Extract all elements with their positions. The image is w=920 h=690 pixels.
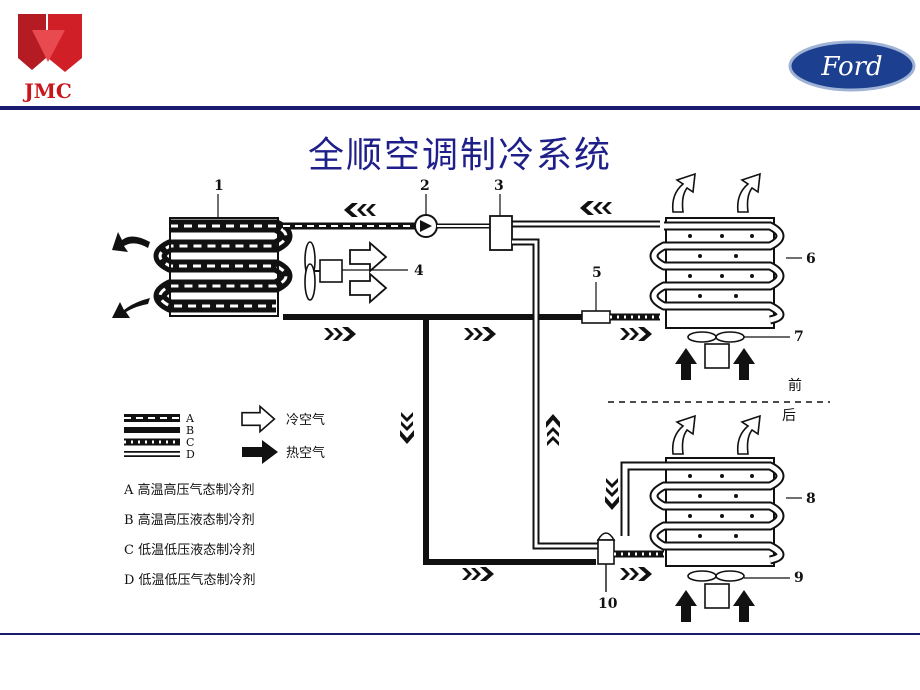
cold-air-out-icon (671, 415, 696, 455)
ford-logo-text: Ford (820, 52, 882, 82)
legend-cold-air: 冷空气 (286, 412, 325, 428)
callout-9: 9 (794, 570, 804, 586)
condenser (153, 217, 293, 317)
accumulator (489, 215, 513, 251)
condenser-fan (304, 241, 343, 301)
cold-air-legend-icon (241, 405, 276, 433)
expansion-valve-rear (596, 532, 616, 592)
callout-1: 1 (214, 178, 224, 194)
legend-key-a: A (185, 412, 195, 425)
pipe-suction-return (512, 238, 598, 550)
rear-label: 后 (782, 408, 796, 424)
callout-7: 7 (794, 329, 804, 345)
compressor (414, 214, 438, 238)
legend-item-c: C 低温低压液态制冷剂 (124, 543, 255, 558)
hot-air-in-icon (675, 590, 697, 622)
legend-key-c: C (186, 436, 194, 449)
hot-air-in-icon (675, 348, 697, 380)
cold-air-arrow-icon (349, 242, 387, 272)
legend-hot-air: 热空气 (286, 445, 325, 461)
cold-air-out-icon (736, 173, 761, 213)
front-blower-fan (687, 331, 745, 369)
front-evaporator (649, 217, 785, 329)
hot-air-in-icon (733, 348, 755, 380)
legend-item-b: B 高温高压液态制冷剂 (124, 512, 255, 528)
front-label: 前 (788, 377, 802, 394)
rear-evaporator (620, 457, 785, 567)
pipe-low-pressure-gas-top (437, 220, 660, 229)
legend: A B C D 冷空气 热空气 A 高温高压气态制冷剂 B 高温高压液态制冷剂 … (123, 405, 325, 588)
hot-air-in-icon (733, 590, 755, 622)
rear-blower-fan (687, 570, 745, 609)
expansion-valve-front (581, 310, 611, 324)
callout-2: 2 (420, 178, 430, 194)
callout-10: 10 (598, 596, 618, 612)
callout-5: 5 (592, 265, 602, 281)
footer-divider (0, 633, 920, 635)
legend-item-a: A 高温高压气态制冷剂 (123, 482, 255, 498)
callout-8: 8 (806, 491, 816, 507)
legend-key-d: D (186, 448, 195, 461)
callout-6: 6 (806, 251, 816, 267)
pipe-high-pressure-liquid (283, 314, 596, 565)
hot-air-out-icon (112, 232, 150, 318)
page-title: 全顺空调制冷系统 (307, 135, 612, 176)
cold-air-out-icon (671, 173, 696, 213)
callout-4: 4 (414, 263, 424, 279)
header-divider (0, 106, 920, 110)
jmc-logo: JMC (18, 14, 82, 103)
jmc-logo-text: JMC (22, 79, 72, 103)
callout-3: 3 (494, 178, 504, 194)
hot-air-legend-icon (242, 440, 278, 464)
legend-key-b: B (186, 424, 194, 437)
cold-air-out-icon (736, 415, 761, 455)
ford-logo: Ford (788, 40, 916, 92)
legend-item-d: D 低温低压气态制冷剂 (124, 572, 256, 588)
cold-air-arrow-icon (349, 273, 387, 303)
